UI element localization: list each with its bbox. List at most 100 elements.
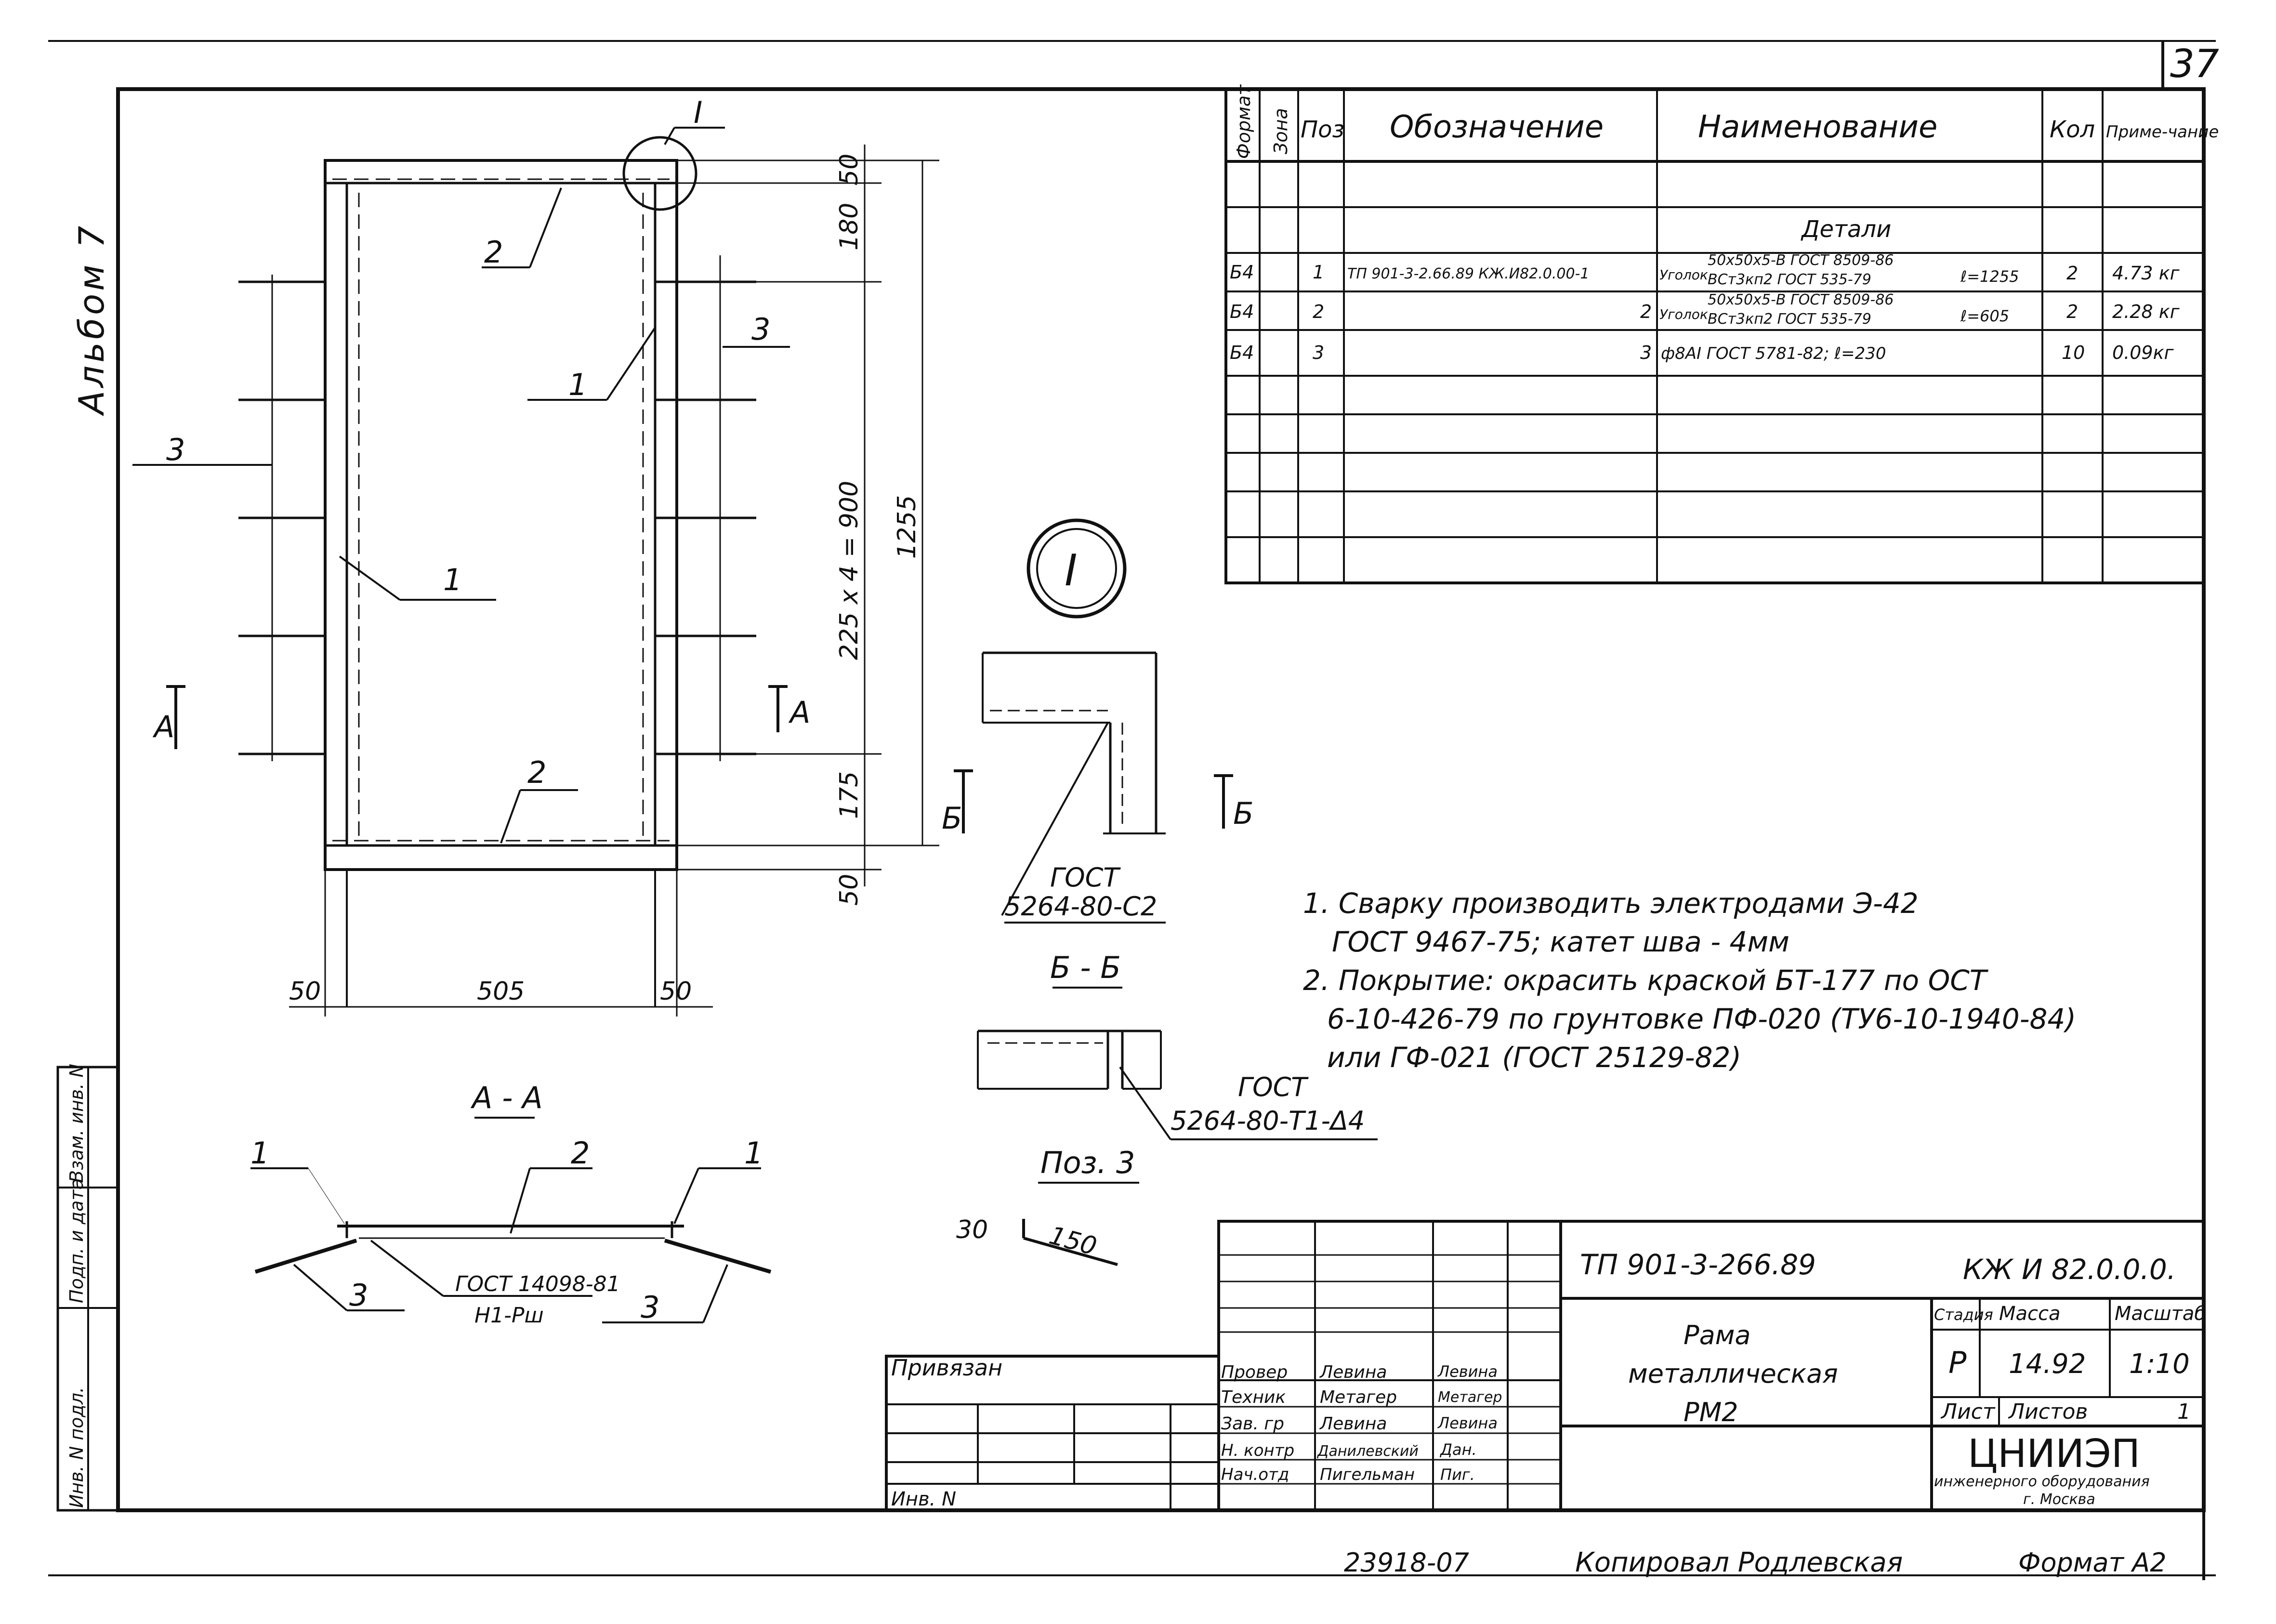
spec-row-pos: 3	[1313, 342, 1324, 363]
name-head-dept: Пигельман	[1320, 1465, 1415, 1484]
dim-upper: 180	[835, 203, 864, 251]
scale-label: Масштаб	[2115, 1303, 2206, 1325]
sign-norm-control: Дан.	[1439, 1440, 1477, 1459]
name-head-group: Левина	[1319, 1414, 1387, 1434]
note-line-2: ГОСТ 9467-75; катет шва - 4мм	[1332, 925, 1789, 958]
section-aa	[250, 1167, 772, 1323]
spec-row-qty: 2	[2066, 263, 2078, 284]
pos3-dim-150: 150	[1046, 1221, 1100, 1262]
section-mark-a	[166, 685, 788, 749]
weld2-code: 5264-80-Т1-Δ4	[1171, 1106, 1365, 1136]
dim-top: 50	[835, 154, 864, 185]
org-sub-1: инженерного оборудования	[1934, 1473, 2150, 1490]
name-norm-control: Данилевский	[1316, 1443, 1419, 1460]
aa-label-3-right: 3	[641, 1290, 659, 1325]
sign-tech: Метагер	[1438, 1389, 1502, 1406]
name-tech: Метагер	[1320, 1387, 1397, 1407]
section-label-a-left: А	[152, 709, 174, 744]
aa-weld-code: Н1-Рш	[474, 1303, 544, 1328]
album-label: Альбом 7	[71, 223, 112, 416]
section-label-b-left: Б	[942, 801, 962, 836]
spec-row-designation: ТП 901-3-2.66.89 КЖ.И82.0.00-1	[1347, 265, 1589, 282]
left-strip: Инв. N подл. Подп. и дата Взам. инв. N	[56, 1064, 119, 1512]
spec-row-note: 0.09кг	[2112, 342, 2174, 363]
dim-width-mid: 505	[477, 977, 525, 1006]
detail-i-drawing	[954, 651, 1233, 916]
notes: 1. Сварку производить электродами Э-42 Г…	[1303, 887, 2076, 1074]
aa-label-1-right: 1	[744, 1135, 763, 1171]
label-detail-top: I	[694, 95, 702, 130]
role-check: Провер	[1221, 1362, 1288, 1382]
mass-value: 14.92	[2009, 1348, 2086, 1380]
leaders	[132, 127, 790, 844]
strip-inv-label: Инв. N подл.	[66, 1387, 87, 1508]
sign-head-dept: Пиг.	[1440, 1466, 1475, 1484]
note-line-5: или ГФ-021 (ГОСТ 25129-82)	[1327, 1041, 1741, 1074]
scale-value: 1:10	[2129, 1348, 2190, 1380]
dim-spacing: 225 x 4 = 900	[835, 481, 864, 660]
dim-bottom-inner: 175	[835, 771, 864, 819]
spec-row-name-prefix: Уголок	[1659, 267, 1708, 283]
spec-row-name-top: 50x50x5-В ГОСТ 8509-86	[1708, 291, 1894, 308]
role-tech: Техник	[1221, 1387, 1286, 1407]
spec-row-name-bottom: ф8АI ГОСТ 5781-82; ℓ=230	[1661, 344, 1886, 363]
spec-row-qty: 2	[2066, 301, 2078, 322]
role-head-dept: Нач.отд	[1221, 1465, 1289, 1484]
spec-row-name-bottom: ВСт3кп2 ГОСТ 535-79	[1708, 271, 1871, 288]
spec-row-name-prefix: Уголок	[1659, 306, 1708, 322]
pos3-rod	[1022, 1219, 1118, 1266]
weld2-gost: ГОСТ	[1238, 1072, 1309, 1102]
aa-label-3-left: 3	[349, 1278, 368, 1313]
spec-row-format: Б4	[1230, 342, 1254, 363]
section-aa-title: А - А	[470, 1080, 543, 1115]
spec-header-pos: Поз	[1301, 116, 1344, 143]
label-pos-2-bottom: 2	[527, 755, 546, 790]
sheets-value: 1	[2177, 1400, 2191, 1424]
section-label-b-right: Б	[1233, 796, 1254, 831]
strip-sign-label: Подп. и дата	[66, 1178, 87, 1303]
org-sub-2: г. Москва	[2023, 1491, 2095, 1508]
privyazan-label: Привязан	[891, 1355, 1002, 1381]
label-pos-1-left: 1	[443, 562, 462, 597]
sheet-frame	[48, 40, 2216, 1580]
org-name: ЦНИИЭП	[1968, 1431, 2140, 1476]
role-norm-control: Н. контр	[1221, 1441, 1294, 1460]
stage-value: Р	[1948, 1345, 1967, 1380]
sign-head-group: Левина	[1437, 1414, 1498, 1432]
spec-row-designation: 3	[1640, 342, 1652, 363]
sheet-label: Лист	[1940, 1400, 1996, 1424]
drawing-title-1: Рама	[1684, 1320, 1750, 1350]
doc-code-2: КЖ И 82.0.0.0.	[1963, 1253, 2176, 1286]
frame-elevation	[238, 136, 939, 1017]
section-bb	[977, 1030, 1171, 1140]
weld1-gost: ГОСТ	[1050, 862, 1121, 893]
spec-header-name: Наименование	[1698, 109, 1937, 145]
spec-section-title: Детали	[1801, 216, 1891, 243]
pos3-title: Поз. 3	[1040, 1145, 1135, 1180]
spec-row-note: 4.73 кг	[2112, 263, 2180, 284]
spec-row-pos: 1	[1313, 262, 1324, 283]
spec-row-length: ℓ=1255	[1960, 267, 2019, 286]
label-pos-3-left: 3	[166, 432, 185, 467]
strip-replace-label: Взам. инв. N	[66, 1064, 87, 1183]
role-head-group: Зав. гр	[1221, 1414, 1284, 1434]
label-pos-3-right: 3	[751, 312, 770, 347]
title-block	[885, 1220, 2205, 1512]
aa-label-1-left: 1	[250, 1135, 269, 1171]
spec-row-format: Б4	[1230, 262, 1254, 283]
inv-label: Инв. N	[891, 1488, 956, 1510]
spec-header-designation: Обозначение	[1390, 109, 1604, 145]
name-check: Левина	[1319, 1362, 1387, 1382]
spec-row-name-bottom: ВСт3кп2 ГОСТ 535-79	[1708, 311, 1871, 328]
dim-bottom: 50	[835, 874, 864, 906]
section-bb-title: Б - Б	[1050, 950, 1121, 985]
sheets-label: Листов	[2008, 1400, 2088, 1424]
copied-by: Копировал Родлевская	[1575, 1547, 1903, 1578]
label-pos-1-right: 1	[568, 367, 587, 402]
sign-check: Левина	[1437, 1362, 1498, 1381]
spec-header-format: Формат	[1233, 84, 1254, 159]
spec-row-length: ℓ=605	[1960, 307, 2009, 325]
bottom-number: 23918-07	[1344, 1547, 1469, 1578]
note-line-1: 1. Сварку производить электродами Э-42	[1303, 887, 1919, 920]
